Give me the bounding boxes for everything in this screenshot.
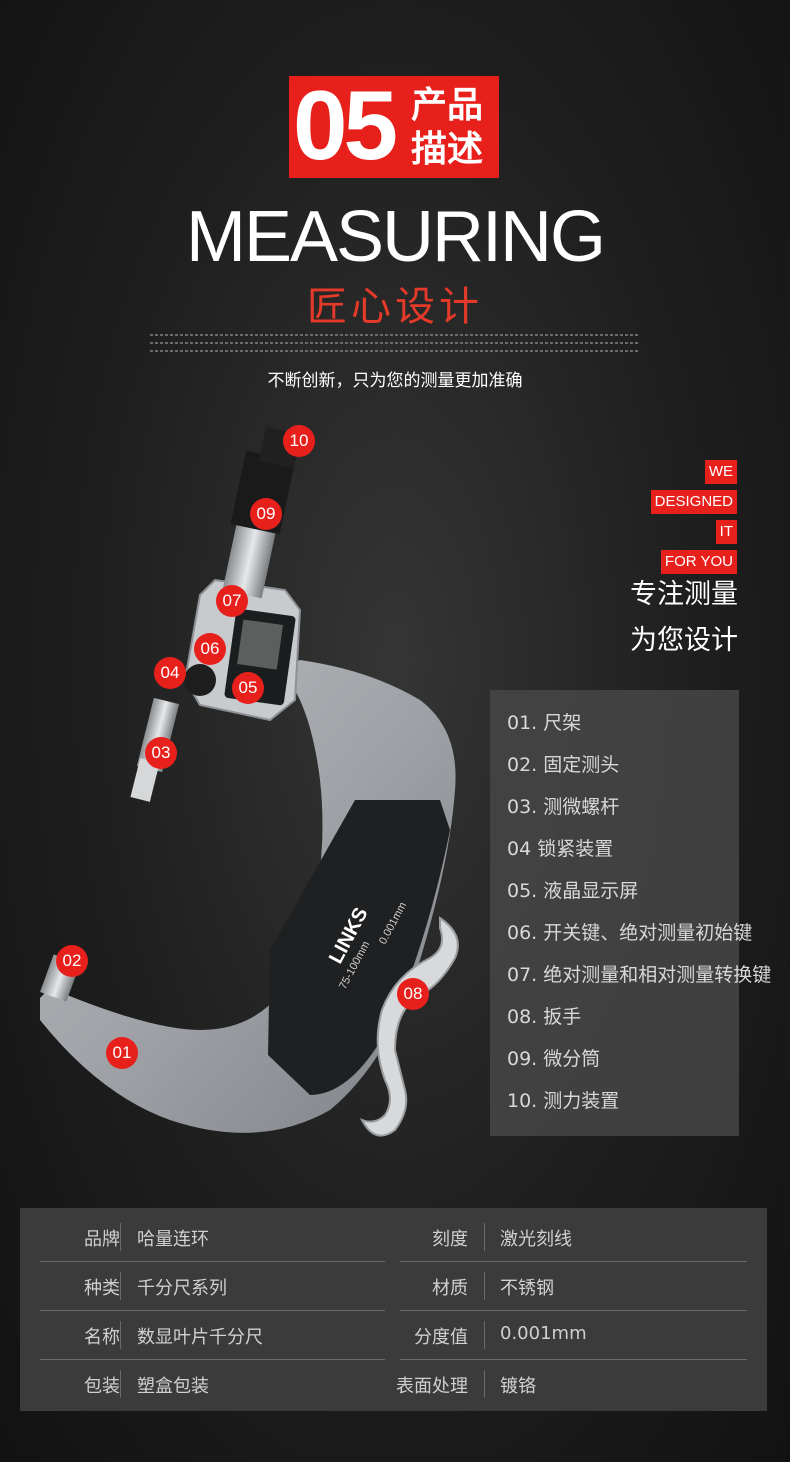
parts-list: 01. 尺架 02. 固定测头 03. 测微螺杆 04 锁紧装置 05. 液晶显…	[507, 702, 771, 1122]
row-divider	[40, 1310, 385, 1311]
spec-label: 表面处理	[396, 1376, 468, 1397]
section-title-line1: 产品	[411, 85, 484, 126]
lock-knob	[184, 664, 216, 696]
marker-03: 03	[145, 737, 177, 769]
marker-09: 09	[250, 498, 282, 530]
sleeve	[222, 516, 278, 599]
spec-value: 数显叶片千分尺	[137, 1327, 263, 1348]
design-tags: WE DESIGNED IT FOR YOU	[650, 460, 737, 580]
spec-value: 千分尺系列	[137, 1278, 227, 1299]
spec-label: 分度值	[414, 1327, 468, 1348]
spec-label: 材质	[432, 1278, 468, 1299]
section-title-line2: 描述	[411, 129, 484, 170]
lcd	[237, 619, 284, 670]
spec-label: 名称	[84, 1327, 120, 1348]
marker-01: 01	[106, 1037, 138, 1069]
table-row: 种类 千分尺系列 材质 不锈钢	[20, 1262, 767, 1310]
spec-label: 种类	[84, 1278, 120, 1299]
marker-07: 07	[216, 585, 248, 617]
spec-value: 0.001mm	[500, 1323, 587, 1344]
list-item: 03. 测微螺杆	[507, 796, 620, 818]
tagline-line2: 为您设计	[630, 625, 738, 656]
frame-label-plate	[268, 800, 450, 1095]
section-number: 05	[293, 70, 398, 180]
row-divider	[40, 1359, 385, 1360]
tag-for-you: FOR YOU	[660, 550, 737, 574]
tag-we: WE	[704, 460, 737, 484]
tagline-line1: 专注测量	[630, 579, 738, 610]
spec-value: 哈量连环	[137, 1229, 209, 1250]
row-divider	[40, 1261, 385, 1262]
parts-list-panel: 01. 尺架 02. 固定测头 03. 测微螺杆 04 锁紧装置 05. 液晶显…	[490, 690, 771, 1136]
marker-10: 10	[283, 425, 315, 457]
tag-designed: DESIGNED	[650, 490, 737, 514]
subheadline: 匠心设计	[307, 284, 483, 330]
column-divider	[120, 1272, 121, 1300]
column-divider	[120, 1321, 121, 1349]
table-row: 名称 数显叶片千分尺 分度值 0.001mm	[20, 1311, 767, 1359]
list-item: 04 锁紧装置	[507, 838, 614, 860]
column-divider	[484, 1321, 485, 1349]
spec-value: 镀铬	[500, 1376, 536, 1397]
spindle-tip	[130, 758, 160, 802]
marker-06: 06	[194, 633, 226, 665]
section-title: 产品 描述	[411, 84, 483, 172]
decorative-fineprint	[150, 334, 640, 358]
column-divider	[120, 1223, 121, 1251]
marker-08: 08	[397, 978, 429, 1010]
table-row: 包装 塑盒包装 表面处理 镀铬	[20, 1360, 767, 1408]
row-divider	[400, 1261, 747, 1262]
spec-value: 塑盒包装	[137, 1376, 209, 1397]
list-item: 06. 开关键、绝对测量初始键	[507, 922, 753, 944]
spec-value: 不锈钢	[500, 1278, 554, 1299]
list-item: 02. 固定测头	[507, 754, 620, 776]
list-item: 09. 微分筒	[507, 1048, 601, 1070]
section-badge: 05 产品 描述	[289, 70, 499, 180]
micrometer-illustration: LINKS 75-100mm 0.001mm	[40, 426, 459, 1137]
slogan: 不断创新，只为您的测量更加准确	[267, 371, 523, 391]
column-divider	[484, 1370, 485, 1398]
column-divider	[484, 1272, 485, 1300]
list-item: 07. 绝对测量和相对测量转换键	[507, 964, 772, 986]
row-divider	[400, 1359, 747, 1360]
tagline: 专注测量 为您设计	[630, 572, 738, 664]
spec-table: 品牌 哈量连环 刻度 激光刻线 种类 千分尺系列 材质 不锈钢 名称 数显叶片千…	[20, 1208, 767, 1411]
row-divider	[400, 1310, 747, 1311]
list-item: 05. 液晶显示屏	[507, 880, 639, 902]
spec-label: 包装	[84, 1376, 120, 1397]
spec-label: 品牌	[84, 1229, 120, 1250]
headline: MEASURING	[185, 197, 606, 277]
table-row: 品牌 哈量连环 刻度 激光刻线	[20, 1213, 767, 1261]
column-divider	[120, 1370, 121, 1398]
column-divider	[484, 1223, 485, 1251]
tag-it: IT	[715, 520, 737, 544]
marker-02: 02	[56, 945, 88, 977]
spec-label: 刻度	[432, 1229, 468, 1250]
list-item: 08. 扳手	[507, 1006, 582, 1028]
spec-value: 激光刻线	[500, 1229, 572, 1250]
marker-04: 04	[154, 657, 186, 689]
marker-05: 05	[232, 672, 264, 704]
list-item: 01. 尺架	[507, 712, 582, 734]
list-item: 10. 测力装置	[507, 1090, 620, 1112]
